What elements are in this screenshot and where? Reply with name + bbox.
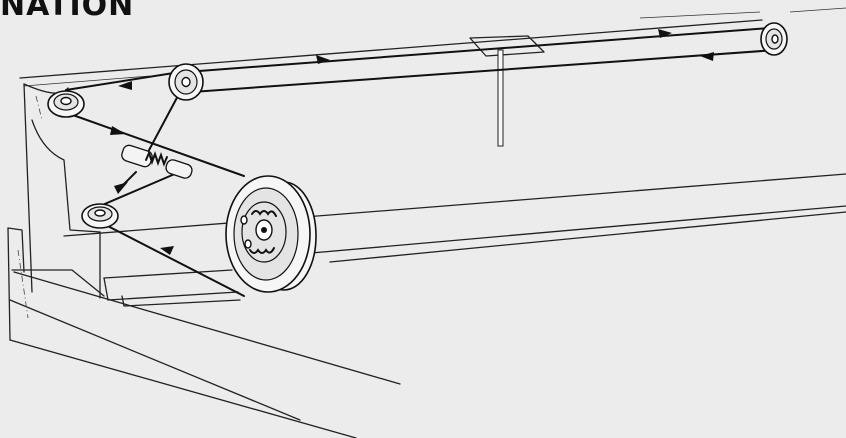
arrow-left-upper-icon [118, 81, 132, 90]
tension-spring [121, 144, 193, 179]
arrow-right-upper-icon [316, 55, 330, 64]
cable-arrows [110, 29, 714, 255]
cable-run [65, 27, 777, 297]
arrow-left-far-icon [700, 52, 714, 61]
arrow-down-right-icon [110, 126, 126, 135]
pulley-left-upper [47, 90, 85, 118]
arrow-left-lower-icon [160, 246, 174, 255]
pointer-plate [469, 35, 545, 147]
arrow-right-far-icon [658, 29, 672, 38]
pulley-top [168, 63, 204, 101]
drum-wheel [225, 175, 317, 293]
arrow-up-right-icon [114, 182, 128, 194]
page-heading: NATION [0, 0, 135, 23]
pulley-right-end [760, 22, 788, 56]
pulley-left-lower [81, 203, 119, 229]
cabinet-frame [7, 7, 846, 438]
